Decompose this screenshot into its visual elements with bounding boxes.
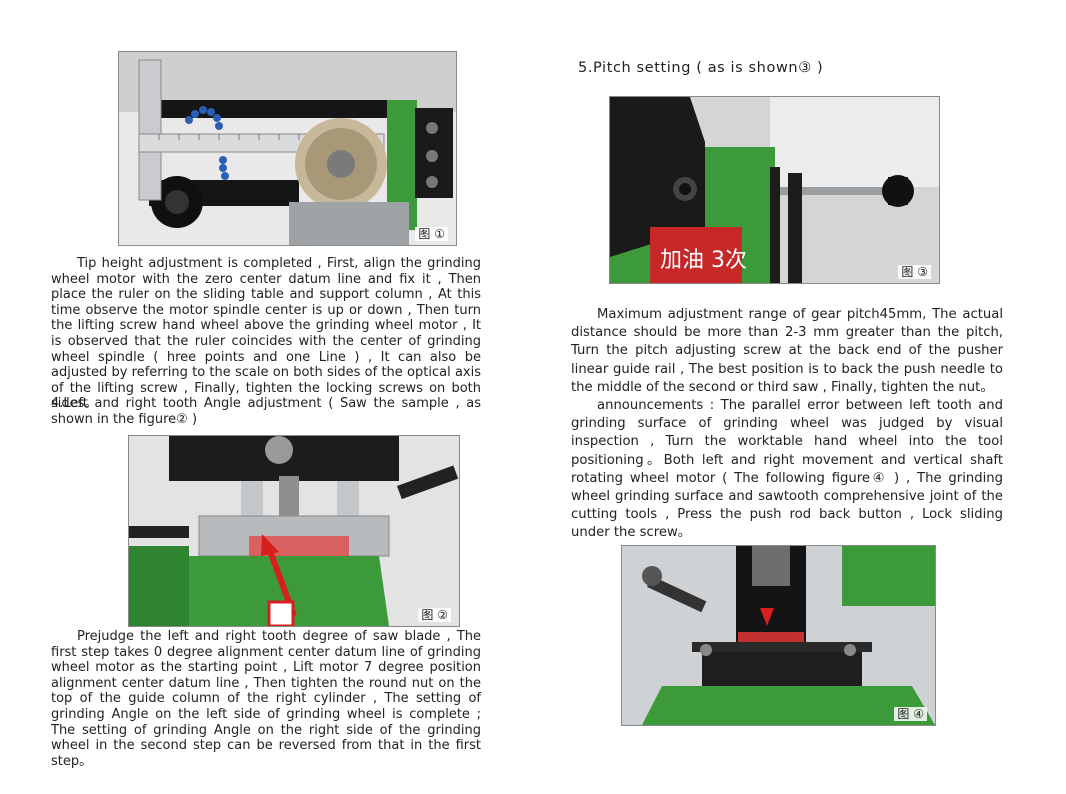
paragraph-tip-height: Tip height adjustment is completed , Fir… — [51, 256, 481, 412]
figure-3-photo: 加油 3次 图 ③ — [609, 96, 940, 284]
figure-4-label: 图 ④ — [894, 707, 927, 721]
figure-1-label: 图 ① — [415, 227, 448, 241]
figure-2-photo: 图 ② — [128, 435, 460, 627]
figure-3-label: 图 ③ — [898, 265, 931, 279]
figure-1-photo: 图 ① — [118, 51, 457, 246]
figure-2-label: 图 ② — [418, 608, 451, 622]
figure-3-sign-text: 加油 3次 — [660, 248, 747, 273]
section-heading-pitch-setting: 5.Pitch setting ( as is shown③ ) — [578, 60, 824, 76]
figure-3-illustration: 加油 3次 — [610, 97, 939, 283]
figure-2-illustration — [129, 436, 459, 626]
paragraph-pitch-range: Maximum adjustment range of gear pitch45… — [571, 307, 1003, 395]
paragraph-prejudge-angle: Prejudge the left and right tooth degree… — [51, 629, 481, 769]
paragraph-announcements: announcements : The parallel error betwe… — [571, 398, 1003, 541]
paragraph-tooth-angle-heading: 4.Left and right tooth Angle adjustment … — [51, 396, 481, 427]
figure-1-illustration — [119, 52, 456, 245]
figure-4-photo: 图 ④ — [621, 545, 936, 726]
figure-4-illustration — [622, 546, 935, 725]
